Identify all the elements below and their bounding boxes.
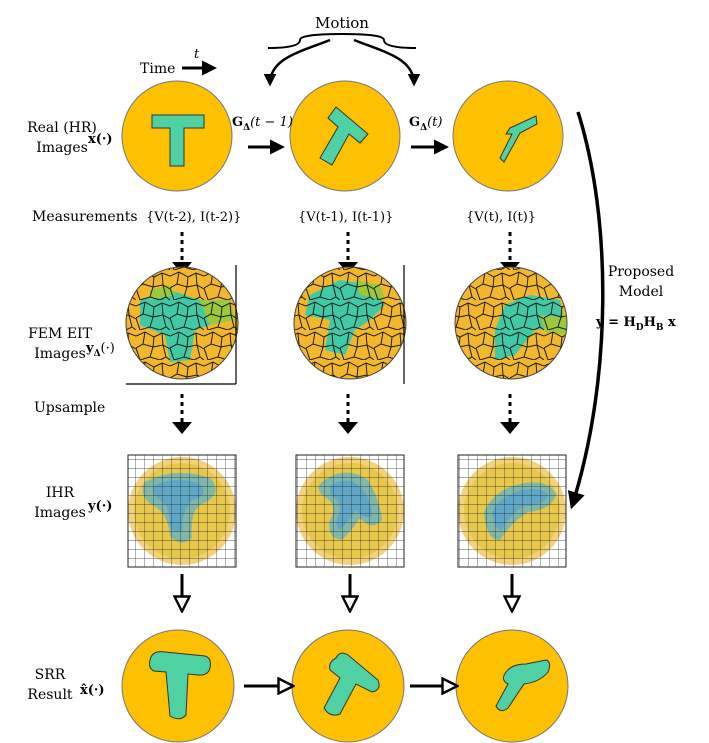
- row-real-line1: Real (HR): [27, 120, 97, 136]
- ihr-image-2: [295, 454, 405, 568]
- motion-brace: [267, 32, 417, 49]
- model-equation: y = HDHB x: [595, 315, 676, 333]
- row-ihr-symbol: y(·): [87, 499, 112, 514]
- real-shape-2: [319, 106, 369, 166]
- fem-image-3: [454, 266, 568, 380]
- srr-shape-1: [149, 651, 211, 720]
- measurement-set-2: {V(t-1), I(t-1)}: [298, 210, 393, 225]
- row-ihr-line2: Images: [34, 505, 86, 521]
- transition-1-symbol: GΔ(t − 1): [232, 115, 293, 133]
- row-upsample-label: Upsample: [34, 400, 105, 416]
- row-real-symbol: x(·): [88, 132, 113, 147]
- model-label-line1: Proposed: [608, 264, 674, 280]
- motion-arrow-right: [353, 38, 421, 87]
- ihr-image-1: [127, 454, 237, 568]
- row-srr-line2: Result: [27, 687, 73, 703]
- row-srr-line1: SRR: [35, 667, 66, 683]
- time-label: Time: [140, 61, 175, 77]
- dotted-arrow-1b-head: [172, 422, 192, 434]
- row-fem-line2: Images: [34, 346, 86, 362]
- real-shape-1: [151, 114, 205, 167]
- real-disc-3: [452, 80, 564, 192]
- transition-2-symbol: GΔ(t): [409, 115, 442, 133]
- row-ihr-line1: IHR: [46, 485, 75, 501]
- ihr-image-3: [457, 454, 567, 568]
- row-real-line2: Images: [36, 140, 88, 156]
- fem-image-2: [293, 265, 407, 384]
- row-fem-symbol: yΔ(·): [85, 341, 115, 359]
- motion-arrow-left: [263, 38, 331, 87]
- model-arrow: [567, 111, 605, 510]
- dotted-arrow-2b-head: [338, 422, 358, 434]
- srr-shape-3: [495, 659, 551, 712]
- fem-image-1: [125, 265, 239, 385]
- row-measurements-label: Measurements: [32, 209, 138, 225]
- model-label-line2: Model: [619, 284, 664, 300]
- real-shape-3: [499, 115, 538, 163]
- dotted-arrow-3b-head: [500, 422, 520, 434]
- motion-label: Motion: [315, 14, 369, 32]
- srr-shape-2: [323, 652, 380, 716]
- row-srr-symbol: x̂(·): [80, 683, 105, 698]
- row-fem-line1: FEM EIT: [28, 326, 92, 342]
- time-symbol: t: [194, 47, 200, 62]
- measurement-set-3: {V(t), I(t)}: [466, 210, 536, 225]
- measurement-set-1: {V(t-2), I(t-2)}: [146, 210, 241, 225]
